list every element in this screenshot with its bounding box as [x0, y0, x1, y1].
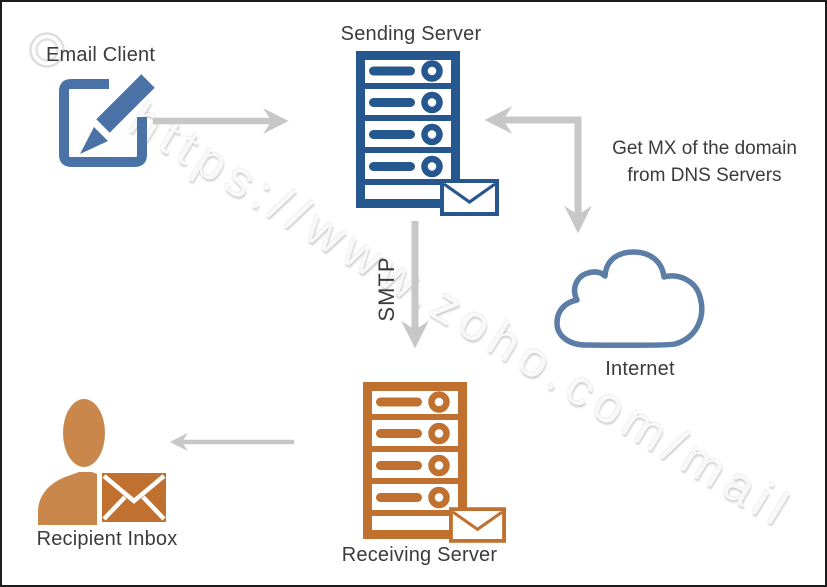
receiving-envelope-icon — [449, 507, 506, 543]
dns-annotation-line1: Get MX of the domain — [612, 138, 797, 159]
arrow-dns-elbow — [484, 106, 592, 234]
receiving-server-label: Receiving Server — [341, 544, 498, 566]
watermark-circle-icon — [29, 32, 65, 68]
sending-envelope-icon — [440, 179, 499, 216]
compose-icon — [59, 74, 155, 167]
recipient-inbox-label: Recipient Inbox — [36, 528, 178, 550]
smtp-label: SMTP — [374, 256, 399, 322]
internet-cloud-icon — [554, 249, 705, 348]
dns-annotation: Get MX of the domain from DNS Servers — [587, 135, 822, 189]
sending-server-label: Sending Server — [340, 23, 482, 45]
recipient-envelope-icon — [97, 468, 169, 525]
internet-label: Internet — [605, 358, 675, 380]
email-client-label: Email Client — [46, 44, 156, 66]
dns-annotation-line2: from DNS Servers — [627, 165, 782, 186]
